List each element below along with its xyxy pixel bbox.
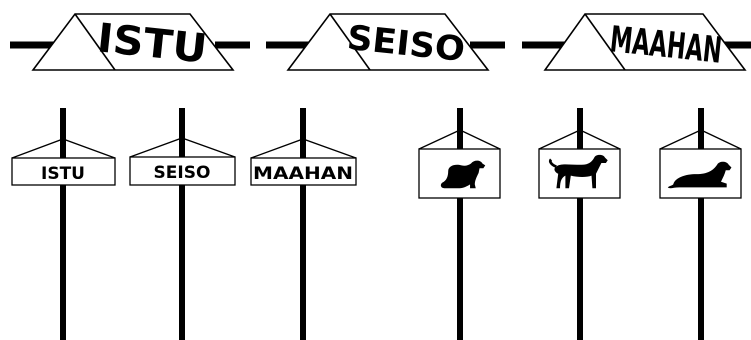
roof-outline <box>31 13 235 71</box>
word-card-seiso[interactable]: SEISO <box>129 137 236 186</box>
picture-card-standing-dog[interactable] <box>538 129 621 199</box>
picture-card-sitting-dog[interactable] <box>418 129 501 199</box>
roof-ridge-line <box>74 13 116 71</box>
picture-card-lying-dog[interactable] <box>659 129 742 199</box>
roof-ridge-line <box>329 13 371 71</box>
word-card-istu[interactable]: ISTU <box>11 138 116 186</box>
roof-sign-istu[interactable]: ISTU <box>10 13 250 73</box>
card-hanger <box>538 129 621 150</box>
roof-outline <box>286 13 490 71</box>
card-hanger <box>11 138 116 159</box>
card-hanger <box>659 129 742 150</box>
card-word: ISTU <box>41 164 85 184</box>
roof-sign-maahan[interactable]: MAAHAN <box>522 13 751 72</box>
roof-sign-word: ISTU <box>95 15 209 72</box>
poles <box>60 108 704 340</box>
word-card-maahan[interactable]: MAAHAN <box>250 138 357 186</box>
card-hanger <box>129 137 236 158</box>
card-hanger <box>418 129 501 150</box>
roof-ridge-line <box>584 13 626 71</box>
roof-sign-seiso[interactable]: SEISO <box>266 13 505 71</box>
card-word: SEISO <box>154 163 211 183</box>
card-frame <box>11 157 116 186</box>
card-frame <box>659 148 742 199</box>
card-hanger <box>250 138 357 159</box>
card-frame <box>129 156 236 186</box>
card-word: MAAHAN <box>253 164 353 184</box>
card-frame <box>250 157 357 186</box>
